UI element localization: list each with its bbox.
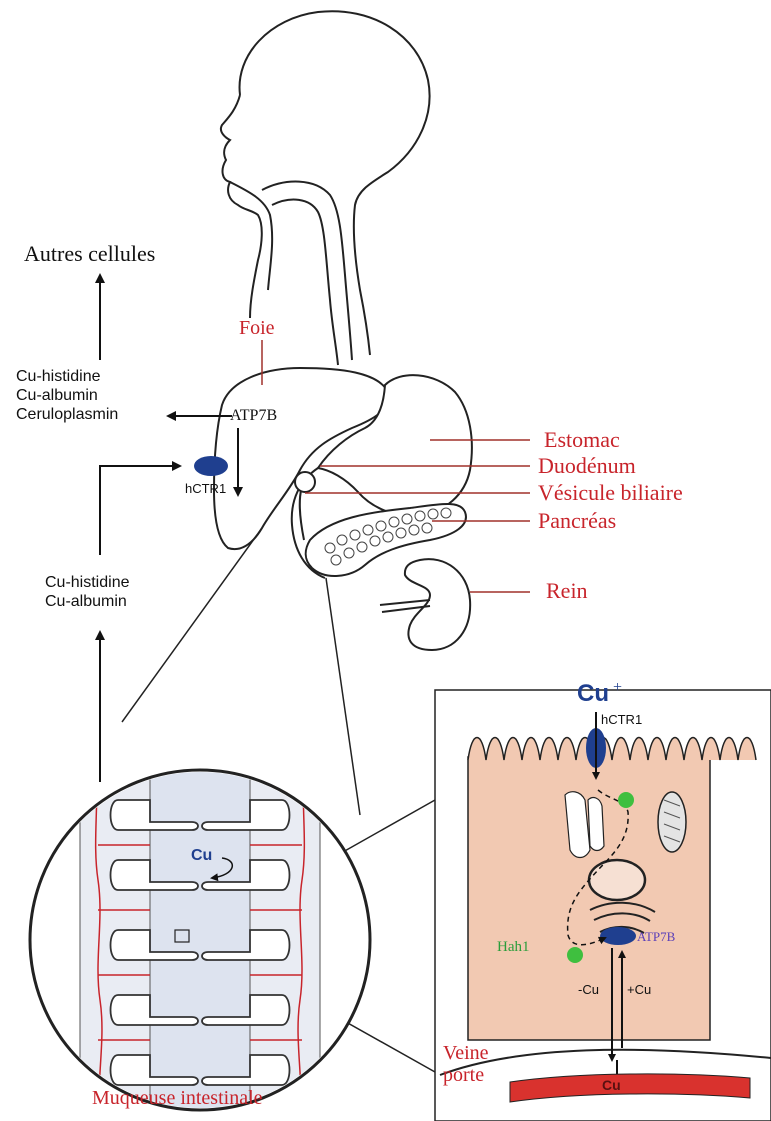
label-foie: Foie	[239, 318, 275, 338]
liver-hctr1-oval	[194, 456, 228, 476]
blood-export-item: Cu-histidine	[16, 368, 118, 387]
label-atp7b-liver: ATP7B	[230, 408, 277, 424]
label-hah1: Hah1	[497, 940, 530, 955]
cu-ion-symbol: Cu	[577, 680, 609, 707]
blood-export-item: Cu-albumin	[16, 387, 118, 406]
label-hctr1-cell: hCTR1	[601, 713, 642, 726]
blood-import-item: Cu-histidine	[45, 574, 129, 593]
body-silhouette	[221, 11, 430, 365]
label-pancreas: Pancréas	[538, 510, 616, 532]
label-atp7b-cell: ATP7B	[637, 930, 675, 943]
hah1-dot-lower	[567, 947, 583, 963]
gallbladder	[295, 472, 315, 492]
blood-import-list: Cu-histidine Cu-albumin	[45, 574, 129, 612]
label-plus-cu: +Cu	[627, 983, 651, 996]
hah1-dot-upper	[618, 792, 634, 808]
label-hctr1-liver: hCTR1	[185, 482, 226, 495]
atp7b-transporter	[600, 927, 636, 945]
veine-porte-line: Veine	[443, 1042, 489, 1064]
kidney	[380, 559, 470, 650]
label-rein: Rein	[546, 580, 588, 602]
label-veine-porte: Veine porte	[443, 1042, 489, 1086]
label-muqueuse-intestinale: Muqueuse intestinale	[92, 1088, 263, 1108]
veine-porte-line: porte	[443, 1064, 489, 1086]
label-vesicule-biliaire: Vésicule biliaire	[538, 482, 683, 504]
blood-export-item: Ceruloplasmin	[16, 406, 118, 425]
cu-ion-charge: +	[613, 679, 622, 696]
label-duodenum: Duodénum	[538, 455, 636, 477]
label-cu-plus: Cu+	[577, 680, 622, 706]
label-minus-cu: -Cu	[578, 983, 599, 996]
mucosa-circle	[30, 760, 370, 1120]
blood-export-list: Cu-histidine Cu-albumin Ceruloplasmin	[16, 368, 118, 425]
label-autres-cellules: Autres cellules	[24, 243, 155, 265]
label-estomac: Estomac	[544, 429, 620, 451]
blood-import-item: Cu-albumin	[45, 593, 129, 612]
label-villus-cu: Cu	[191, 848, 212, 864]
label-vein-cu: Cu	[602, 1078, 621, 1092]
